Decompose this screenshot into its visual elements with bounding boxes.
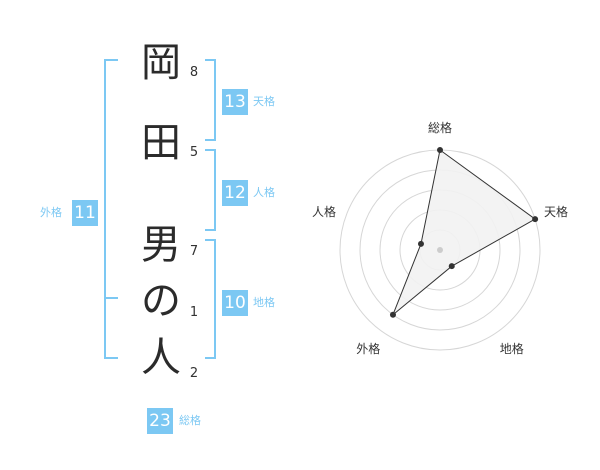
radar-point-2	[532, 216, 539, 223]
gaikaku-value: 11	[72, 200, 98, 226]
jinkaku-bracket	[205, 149, 216, 231]
radar-point-3	[448, 263, 455, 270]
jinkaku-label: 人格	[253, 186, 275, 199]
jinkaku-value: 12	[222, 180, 248, 206]
tenkaku-value: 13	[222, 89, 248, 115]
gaikaku-label: 外格	[40, 206, 62, 219]
chikaku-value: 10	[222, 290, 248, 316]
radar-axis-label-2: 天格	[544, 205, 569, 220]
radar-point-5	[417, 240, 424, 247]
chikaku-label: 地格	[253, 296, 275, 309]
radar-polygon	[392, 149, 537, 316]
tenkaku-bracket	[205, 59, 216, 141]
radar-center-point	[437, 247, 443, 253]
radar-axis-label-1: 総格	[428, 121, 453, 135]
radar-axis-label-4: 外格	[356, 341, 381, 356]
radar-axis-label-3: 地格	[499, 341, 524, 356]
stroke-count-4: 1	[189, 305, 199, 320]
radar-point-4	[389, 311, 396, 318]
name-char-3: 男	[141, 222, 181, 268]
stroke-count-3: 7	[189, 244, 199, 259]
name-char-2: 田	[141, 120, 181, 166]
soukaku-value: 23	[147, 408, 173, 434]
gaikaku-bracket	[104, 59, 118, 359]
name-char-5: 人	[141, 335, 181, 381]
radar-point-1	[437, 147, 443, 153]
stroke-count-5: 2	[189, 366, 199, 381]
tenkaku-label: 天格	[253, 95, 275, 108]
name-char-1: 岡	[141, 40, 181, 86]
name-char-4: の	[141, 278, 181, 324]
radar-axis-label-5: 人格	[311, 205, 336, 220]
chikaku-bracket	[205, 239, 216, 359]
soukaku-label: 総格	[179, 414, 201, 427]
stroke-count-2: 5	[189, 145, 199, 160]
stroke-count-1: 8	[189, 65, 199, 80]
